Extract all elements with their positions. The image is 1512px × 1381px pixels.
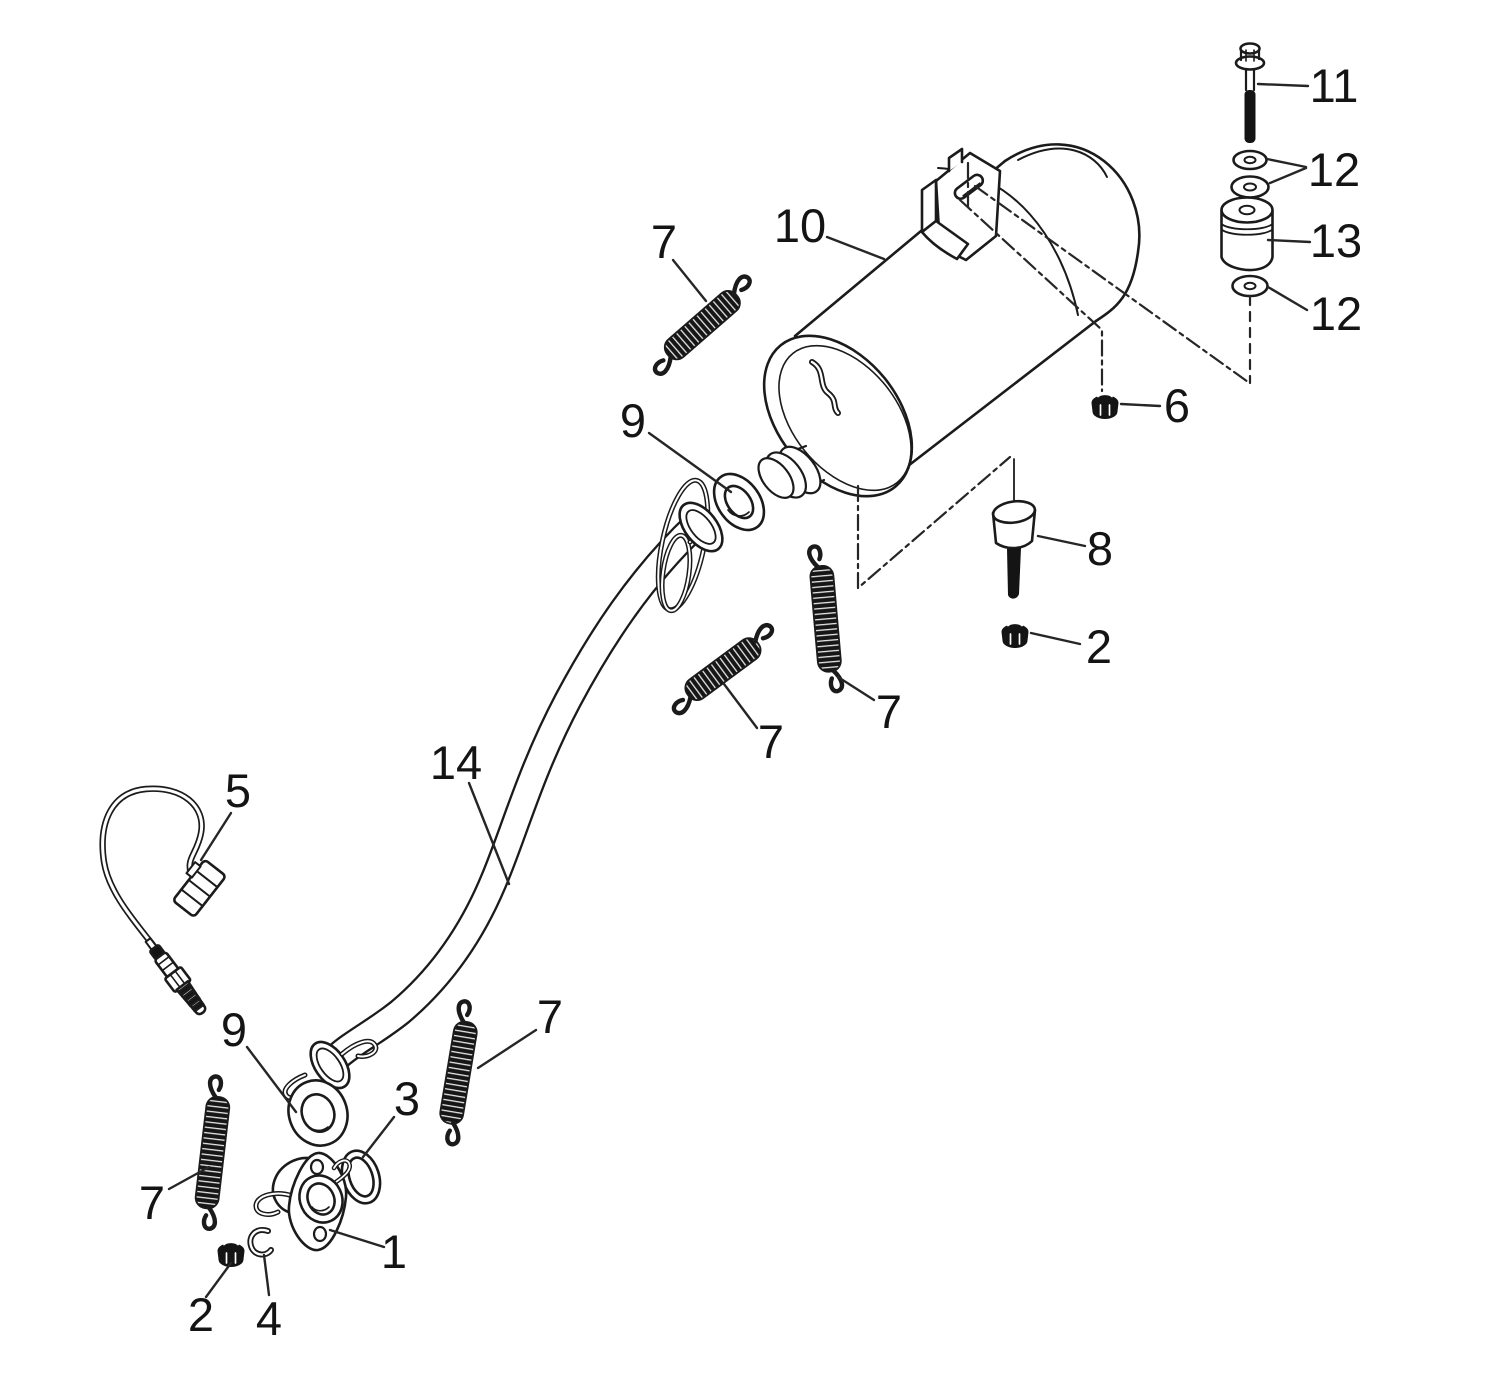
leader-line [1036, 534, 1087, 548]
rubber-bushing [1220, 196, 1274, 272]
leader-lines [167, 82, 1312, 1299]
callout-11-label: 11 [1310, 59, 1359, 112]
callout-7-topleft-label: 7 [651, 215, 677, 268]
callout-5-label: 5 [225, 764, 251, 817]
callout-6-label: 6 [1164, 379, 1190, 432]
callout-7-diagonal-label: 7 [758, 715, 784, 768]
leader-line [167, 1165, 211, 1191]
callout-10-label: 10 [774, 199, 826, 252]
leader-line [1265, 157, 1308, 185]
leader-line [647, 431, 733, 494]
centerline-bracket-to-nut [958, 198, 1104, 393]
centerline-muffler-to-screw [856, 455, 1012, 590]
leader-line [836, 675, 876, 702]
centerlines [856, 161, 1252, 590]
leader-line [1266, 285, 1309, 312]
tension-spring-mid-vertical [807, 544, 845, 694]
callout-2-left-label: 2 [188, 1288, 214, 1341]
tension-spring-bottom-right [439, 999, 478, 1147]
oxygen-sensor [99, 785, 226, 1016]
sensor-connector [173, 859, 226, 917]
callout-1-label: 1 [381, 1225, 407, 1278]
flange-nut-right [1000, 621, 1030, 649]
leader-line [245, 1045, 298, 1114]
hanger-screw [991, 458, 1037, 599]
pipe-lower-flare [282, 1038, 379, 1101]
leader-line [262, 1253, 271, 1297]
callout-8-label: 8 [1087, 522, 1113, 575]
leader-line [199, 811, 233, 862]
callout-14-label: 14 [430, 736, 482, 789]
hanger-bolt [1234, 42, 1266, 143]
leader-line [1266, 238, 1312, 244]
callout-7-bottomleft-label: 7 [139, 1176, 165, 1229]
leader-line [204, 1261, 233, 1299]
callout-12-upper-label: 12 [1308, 143, 1360, 196]
callout-9-lower-label: 9 [221, 1003, 247, 1056]
leader-line [722, 682, 759, 730]
leader-line [361, 1115, 396, 1159]
exhaust-pipe [326, 513, 707, 1069]
tension-spring-bottom-left [194, 1074, 231, 1231]
leader-line [1029, 631, 1082, 646]
callout-2-right-label: 2 [1086, 620, 1112, 673]
leader-line [467, 781, 511, 886]
centerline-bracket-to-bushing [973, 184, 1250, 384]
callout-13-label: 13 [1310, 214, 1362, 267]
sensor-body [144, 937, 207, 1016]
callout-7-vertical-label: 7 [876, 685, 902, 738]
muffler-body [762, 143, 1141, 498]
exhaust-gasket-lower [287, 1079, 349, 1147]
tension-spring-mid-diagonal [671, 622, 775, 716]
leader-line [671, 258, 708, 303]
callout-4-label: 4 [256, 1292, 282, 1345]
callout-labels: 11 12 13 12 6 10 7 9 8 2 7 7 14 5 9 7 3 … [139, 59, 1362, 1345]
circlip [247, 1227, 274, 1258]
leader-line [476, 1028, 538, 1070]
tension-spring-top-left [652, 274, 752, 376]
leader-line [825, 235, 886, 261]
leader-line [1256, 82, 1310, 88]
callout-7-bottomright-label: 7 [537, 990, 563, 1043]
leader-line [1119, 402, 1162, 408]
washer-upper [1232, 149, 1268, 171]
callout-9-upper-label: 9 [620, 394, 646, 447]
exhaust-flange [253, 1151, 353, 1252]
leader-line [328, 1228, 386, 1249]
mounting-bracket [920, 147, 1002, 262]
washer-middle [1230, 175, 1270, 199]
washer-lower [1231, 274, 1269, 298]
callout-3-label: 3 [394, 1072, 420, 1125]
callout-12-lower-label: 12 [1310, 287, 1362, 340]
bracket-nut [1090, 392, 1120, 420]
muffler-inlet-cone [757, 444, 826, 499]
pipe-upper-flare [678, 501, 724, 553]
